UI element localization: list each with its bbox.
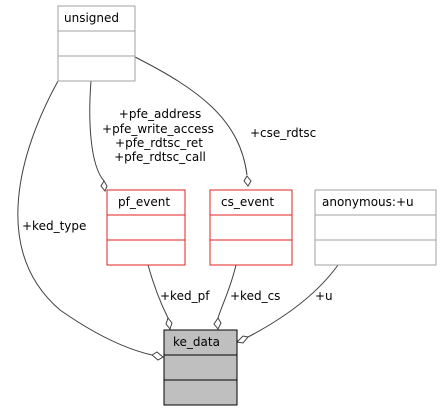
edge-label-u: +u (315, 289, 333, 303)
edge-pf-event-ke-data (147, 264, 169, 319)
aggregation-diamond-cs-event (243, 175, 252, 187)
class-name-anonymous-u: anonymous:+u (322, 195, 414, 209)
aggregation-diamond-ked-cs (213, 317, 222, 330)
edge-cs-event-ke-data (217, 264, 237, 319)
edge-unsigned-ke-data (17, 80, 153, 356)
class-box-cs-event[interactable]: cs_event (209, 189, 293, 266)
edge-unsigned-cs-event (134, 56, 248, 176)
aggregation-diamond-ked-pf (165, 316, 173, 331)
class-name-pf-event: pf_event (118, 195, 170, 209)
edge-label-pfe-address: +pfe_address (119, 107, 201, 121)
edge-label-pfe-write-access: +pfe_write_access (102, 122, 214, 136)
class-name-ke-data: ke_data (173, 335, 220, 349)
class-box-ke-data[interactable]: ke_data (163, 329, 238, 406)
edge-label-pfe-rdtsc-ret: +pfe_rdtsc_ret (115, 136, 203, 150)
edge-unsigned-pf-event (89, 80, 105, 182)
aggregation-diamond-ked-type (151, 351, 164, 361)
aggregation-diamond-pf-event (100, 180, 108, 192)
class-box-pf-event[interactable]: pf_event (106, 189, 186, 266)
edge-label-ked-pf: +ked_pf (160, 289, 210, 303)
class-box-anonymous-u[interactable]: anonymous:+u (314, 189, 437, 266)
edge-label-ked-type: +ked_type (22, 219, 86, 233)
edge-label-pfe-rdtsc-call: +pfe_rdtsc_call (114, 150, 206, 164)
class-name-cs-event: cs_event (221, 195, 274, 209)
edge-anonymous-u-ke-data (247, 264, 339, 338)
aggregation-diamond-u (235, 335, 249, 344)
edge-label-ked-cs: +ked_cs (230, 289, 280, 303)
class-box-unsigned[interactable]: unsigned (57, 5, 136, 82)
edge-label-cse-rdtsc: +cse_rdtsc (250, 126, 316, 140)
class-name-unsigned: unsigned (64, 11, 119, 25)
